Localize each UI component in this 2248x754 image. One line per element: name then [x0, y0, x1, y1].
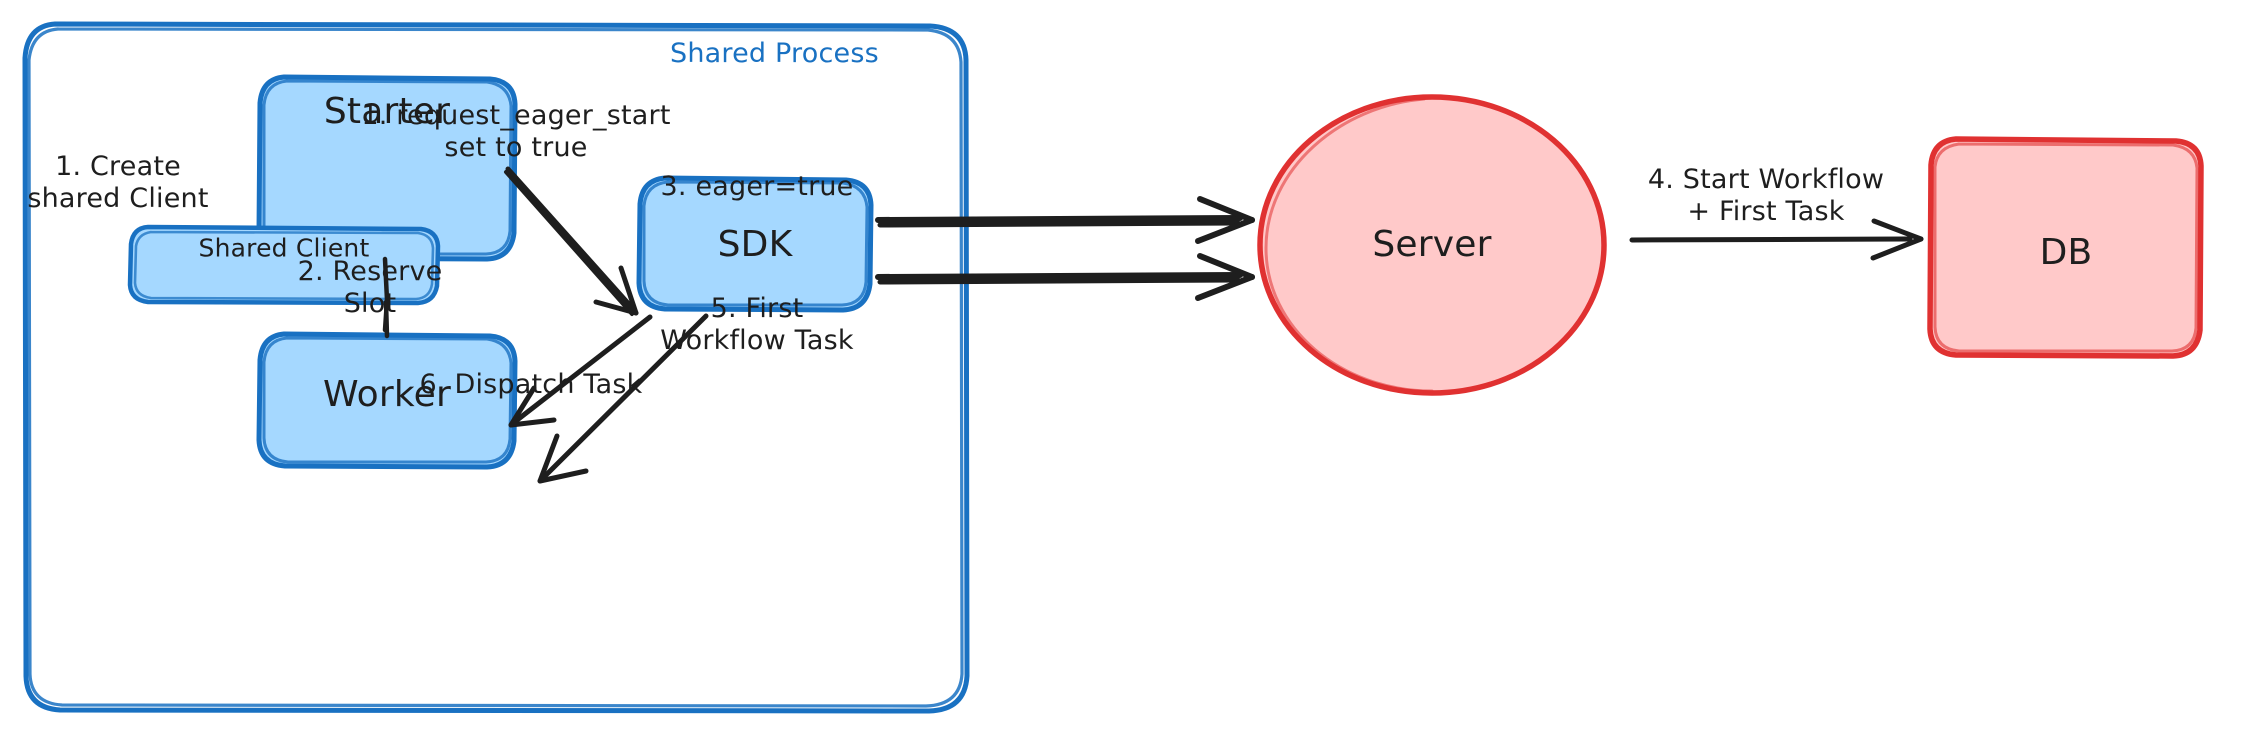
node-sdk-label: SDK	[717, 223, 793, 265]
edge-3-eager-true	[875, 196, 1255, 244]
node-db-label: DB	[2039, 231, 2093, 273]
edge-label-6-dispatch-task: 6. Dispatch Task	[419, 369, 643, 401]
edge-5-first-workflow-task	[875, 253, 1255, 301]
node-worker-shape[interactable]	[256, 331, 518, 470]
edge-create-shared-client	[382, 256, 390, 339]
edge-label-1-request-eager-start: 1. request_eager_start set to true	[361, 100, 671, 163]
edge-1-request-eager-start	[504, 166, 639, 316]
edge-label-4-start-workflow: 4. Start Workflow + First Task	[1647, 164, 1885, 227]
node-starter-shape[interactable]	[256, 74, 518, 262]
edge-2-reserve-slot	[508, 314, 653, 428]
node-worker-label: Worker	[322, 373, 452, 415]
node-shared-client-shape[interactable]	[127, 224, 441, 306]
node-server-shape[interactable]	[1257, 94, 1607, 396]
node-server-label: Server	[1372, 223, 1492, 265]
edge-label-2-reserve-slot: 2. Reserve Slot	[297, 256, 443, 319]
shared-process-title: Shared Process	[670, 38, 879, 69]
node-db-shape[interactable]	[1927, 136, 2204, 359]
node-sdk-shape[interactable]	[636, 175, 874, 313]
edge-label-3-eager-true: 3. eager=true	[660, 171, 854, 203]
edge-6-dispatch-task	[537, 313, 709, 484]
edge-label-1-create-shared-client: 1. Create shared Client	[27, 151, 209, 214]
node-starter-label: Starter	[323, 90, 451, 132]
edge-4-start-workflow	[1629, 218, 1924, 261]
edge-label-5-first-workflow-task: 5. First Workflow Task	[660, 293, 854, 356]
node-shared-client-label: Shared Client	[198, 233, 370, 263]
shared-process-container	[22, 21, 970, 714]
